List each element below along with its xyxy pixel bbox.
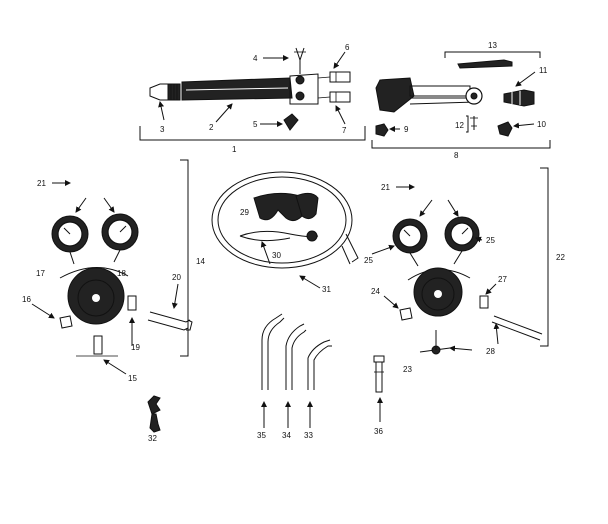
label-8: 8 <box>454 151 459 160</box>
label-7: 7 <box>342 126 347 135</box>
label-11: 11 <box>539 66 548 75</box>
label-12: 12 <box>455 121 464 130</box>
label-21b: 21 <box>381 183 390 192</box>
wrench-32 <box>147 395 161 433</box>
label-1: 1 <box>232 145 237 154</box>
label-29: 29 <box>240 208 249 217</box>
bracket-22 <box>540 167 549 347</box>
label-17: 17 <box>36 269 45 278</box>
torch-handle-assembly <box>149 47 351 131</box>
label-23: 23 <box>403 365 412 374</box>
bracket-13 <box>444 51 541 58</box>
label-28: 28 <box>486 347 495 356</box>
label-27: 27 <box>498 275 507 284</box>
label-4: 4 <box>253 54 258 63</box>
label-6: 6 <box>345 43 350 52</box>
acetylene-regulator <box>392 216 543 355</box>
part-labels: 1 2 3 4 5 6 7 8 9 10 11 12 13 14 15 16 1… <box>22 41 565 443</box>
hose-coil <box>211 171 359 269</box>
spark-lighter <box>239 230 319 242</box>
label-32: 32 <box>148 434 157 443</box>
label-15: 15 <box>128 374 137 383</box>
label-20: 20 <box>172 273 181 282</box>
label-13: 13 <box>488 41 497 50</box>
label-35: 35 <box>257 431 266 440</box>
label-9: 9 <box>404 125 409 134</box>
label-18: 18 <box>117 269 126 278</box>
bracket-8 <box>371 140 551 149</box>
label-3: 3 <box>160 125 165 134</box>
label-25b: 25 <box>486 236 495 245</box>
label-33: 33 <box>304 431 313 440</box>
label-19: 19 <box>131 343 140 352</box>
label-25a: 25 <box>364 256 373 265</box>
label-14: 14 <box>196 257 205 266</box>
welding-tips <box>261 313 332 390</box>
label-16: 16 <box>22 295 31 304</box>
label-10: 10 <box>537 120 546 129</box>
label-24: 24 <box>371 287 380 296</box>
label-36: 36 <box>374 427 383 436</box>
oxygen-regulator <box>51 213 193 357</box>
bracket-14 <box>180 159 189 357</box>
label-30: 30 <box>272 251 281 260</box>
label-34: 34 <box>282 431 291 440</box>
bracket-1 <box>139 126 366 141</box>
label-31: 31 <box>322 285 331 294</box>
part-36 <box>373 355 385 393</box>
label-2: 2 <box>209 123 214 132</box>
goggles <box>253 192 319 222</box>
label-5: 5 <box>253 120 258 129</box>
label-22: 22 <box>556 253 565 262</box>
cutting-attachment <box>375 59 535 137</box>
label-21a: 21 <box>37 179 46 188</box>
